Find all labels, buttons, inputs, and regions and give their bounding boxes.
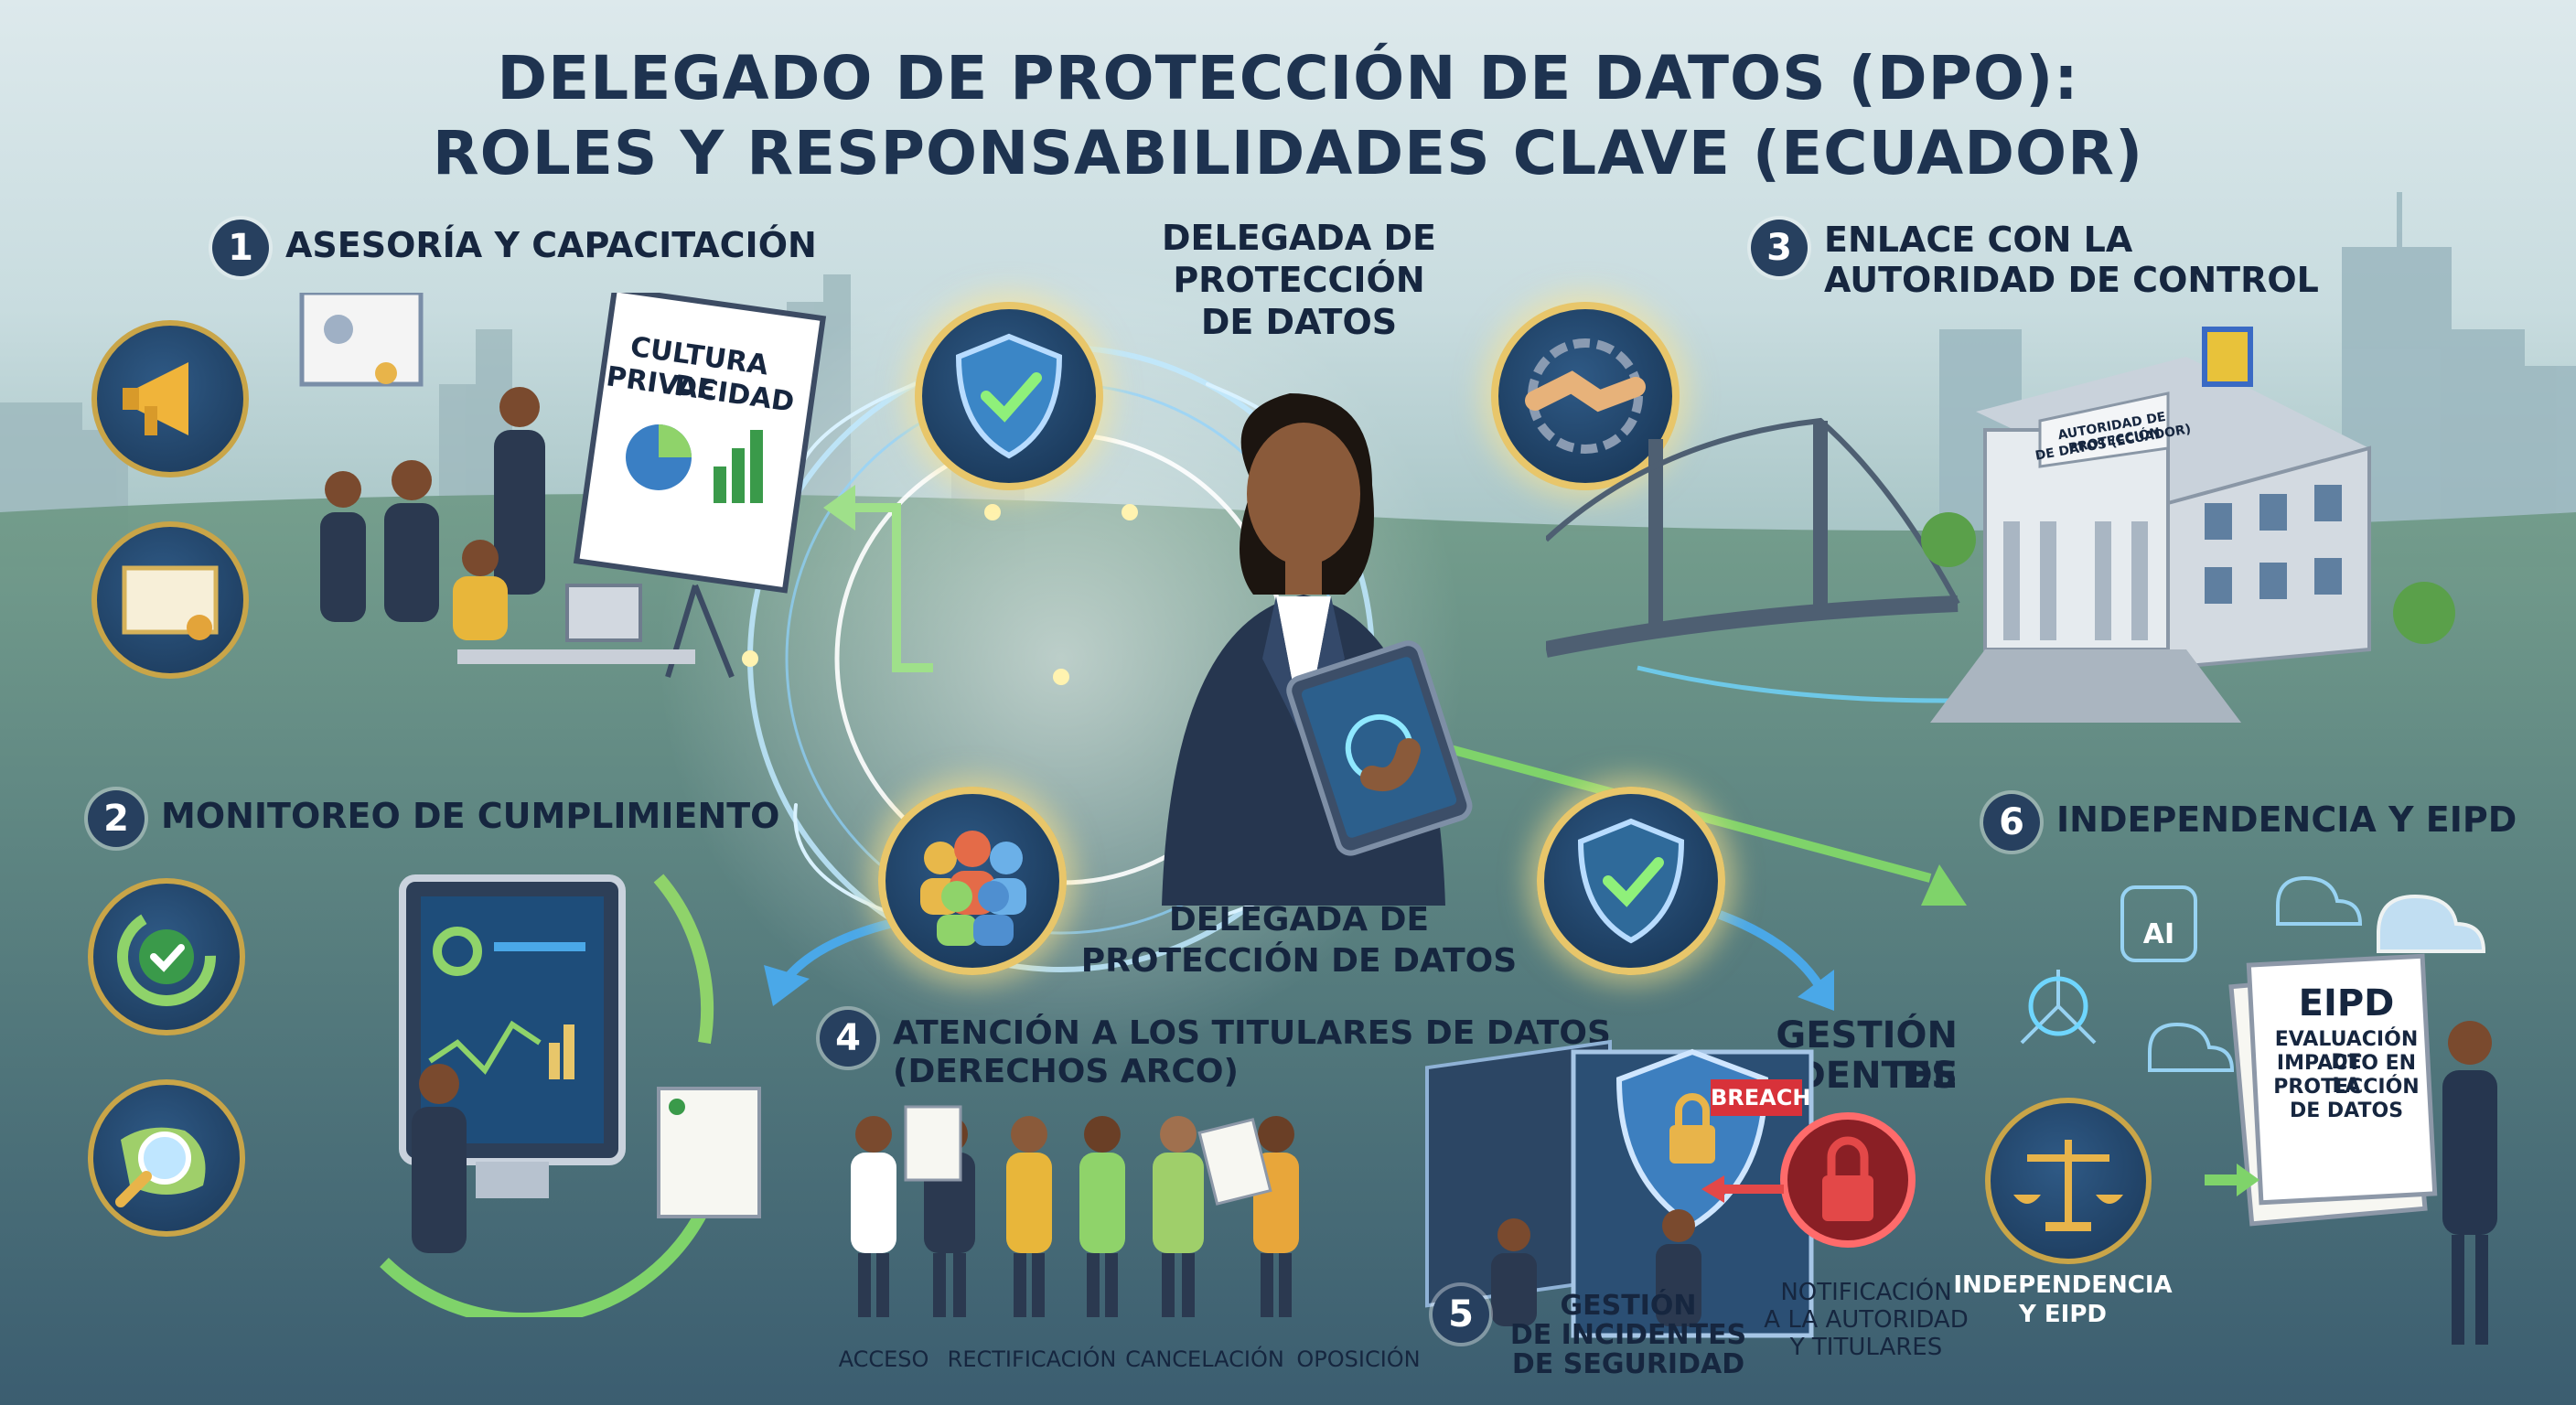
people-group-icon	[920, 831, 1026, 946]
s1-training-scene	[299, 293, 827, 679]
s4-people-scene	[851, 1105, 1299, 1317]
map-magnifier-icon	[115, 1127, 206, 1207]
center-top-label-2: PROTECCIÓN	[1173, 260, 1425, 300]
center-top-label-3: DE DATOS	[1200, 302, 1398, 342]
s6-scale-badge	[1985, 1098, 2152, 1264]
section-4-title-1: ATENCIÓN A LOS TITULARES DE DATOS	[893, 1014, 1611, 1052]
s5-label-1: GESTIÓN	[1560, 1290, 1697, 1322]
section-3-title-2: AUTORIDAD DE CONTROL	[1824, 260, 2319, 300]
s2-map-badge	[88, 1079, 245, 1237]
shield-check-icon	[955, 333, 1063, 459]
s4-right-acceso: ACCESO	[838, 1346, 929, 1372]
section-5-number: 5	[1433, 1286, 1489, 1343]
section-3-number: 3	[1751, 220, 1808, 276]
section-3-title-1: ENLACE CON LA	[1824, 220, 2133, 260]
s5-notify-2: A LA AUTORIDAD	[1764, 1306, 1969, 1334]
progress-check-icon	[117, 907, 216, 1006]
s2-monitoring-scene	[380, 874, 761, 1317]
center-top-right-badge	[1491, 302, 1680, 490]
page-subtitle: ROLES Y RESPONSABILIDADES CLAVE (ECUADOR…	[432, 118, 2144, 188]
s2-progress-badge	[88, 878, 245, 1035]
s5-label-2: DE INCIDENTES	[1509, 1319, 1747, 1351]
page-title: DELEGADO DE PROTECCIÓN DE DATOS (DPO):	[497, 43, 2079, 113]
certificate-icon	[122, 565, 219, 640]
center-top-left-badge	[915, 302, 1103, 490]
center-bottom-label-1: DELEGADA DE	[1168, 901, 1430, 938]
s6-doc-line-2: IMPACTO EN LA	[2276, 1052, 2417, 1098]
s6-doc-title: EIPD	[2298, 982, 2395, 1024]
s6-doc-line-1: EVALUACIÓN DE	[2274, 1028, 2419, 1074]
section-4-title-2: (DERECHOS ARCO)	[893, 1053, 1239, 1090]
dpo-woman-illustration	[1162, 393, 1473, 906]
s5-breach-label: BREACH	[1711, 1085, 1811, 1110]
section-4-number: 4	[820, 1010, 876, 1067]
section-2-number: 2	[88, 790, 145, 847]
balance-scale-icon	[2013, 1140, 2123, 1231]
s4-right-cancelacion: CANCELACIÓN	[1125, 1346, 1284, 1372]
center-top-label-1: DELEGADA DE	[1162, 218, 1436, 258]
s5-notify-1: NOTIFICACIÓN	[1780, 1279, 1952, 1306]
s6-doc-line-3: PROTECCIÓN	[2273, 1076, 2420, 1099]
center-bottom-left-badge	[878, 787, 1067, 975]
s3-bridge-building-scene	[1546, 327, 2455, 723]
section-6-number: 6	[1983, 794, 2040, 851]
handshake-chain-icon	[1525, 338, 1646, 454]
section-6-title: INDEPENDENCIA Y EIPD	[2056, 799, 2517, 840]
s5-label-3: DE SEGURIDAD	[1511, 1348, 1745, 1380]
megaphone-icon	[123, 362, 188, 435]
s6-doc-line-4: DE DATOS	[2289, 1099, 2404, 1122]
s6-scale-label-2: Y EIPD	[2019, 1301, 2107, 1328]
section-1-number: 1	[212, 220, 269, 276]
s1-certificate-badge	[91, 521, 249, 679]
section-2-title: MONITOREO DE CUMPLIMIENTO	[161, 796, 780, 836]
shield-check-icon	[1577, 818, 1685, 944]
s6-tech-scene	[2020, 875, 2497, 1345]
center-bottom-label-2: PROTECCIÓN DE DATOS	[1080, 942, 1518, 980]
s6-scale-label-1: INDEPENDENCIA	[1953, 1271, 2173, 1299]
s5-notify-3: Y TITULARES	[1789, 1334, 1943, 1361]
center-bottom-right-badge	[1537, 787, 1725, 975]
section-1-title: ASESORÍA Y CAPACITACIÓN	[285, 225, 817, 265]
s6-ai-chip-label: AI	[2142, 918, 2175, 950]
s4-right-oposicion: OPOSICIÓN	[1296, 1346, 1421, 1372]
s5-security-scene	[1425, 1039, 1916, 1338]
section-5-title-1: GESTIÓN DE	[1776, 1014, 1958, 1097]
s4-right-rectificacion: RECTIFICACIÓN	[947, 1346, 1117, 1372]
s1-megaphone-badge	[91, 320, 249, 477]
